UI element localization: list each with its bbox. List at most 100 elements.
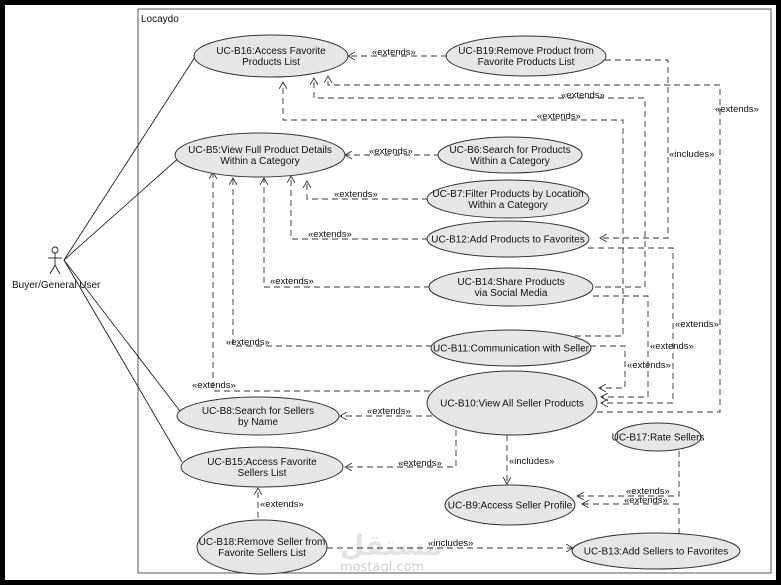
use-case-label: UC-B5:View Full Product Details xyxy=(188,145,332,156)
system-title: Locaydo xyxy=(141,14,179,25)
use-case-label: Within a Category xyxy=(220,156,299,167)
rel-b10-b15 xyxy=(345,430,457,467)
use-case-b7[interactable]: UC-B7:Filter Products by LocationWithin … xyxy=(426,179,590,219)
use-case-label: UC-B8:Search for Sellers xyxy=(202,406,314,417)
use-case-ellipse xyxy=(196,519,328,575)
relationship-lines xyxy=(213,56,721,548)
use-case-ellipse xyxy=(571,532,741,570)
use-case-label: UC-B15:Access Favorite xyxy=(207,457,317,468)
use-case-label: Favorite Products List xyxy=(478,57,575,68)
rel-b11-b10 xyxy=(590,345,626,388)
use-case-label: UC-B17:Rate Sellers xyxy=(612,433,705,444)
rel-b14-b10 xyxy=(593,295,649,397)
label-b10-b16: «extends» xyxy=(715,104,759,115)
label-b14-b16: «extends» xyxy=(561,90,605,101)
use-case-label: UC-B13:Add Sellers to Favorites xyxy=(584,547,729,558)
association-b15 xyxy=(63,259,183,463)
use-case-diagram: Locaydo مستقل mostaql.com Buyer/General … xyxy=(12,8,772,575)
use-case-b11[interactable]: UC-B11:Communication with Seller xyxy=(430,329,592,367)
use-case-label: UC-B7:Filter Products by Location xyxy=(432,189,583,200)
label-b14-b10: «extends» xyxy=(650,341,694,352)
use-case-label: Favorite Sellers List xyxy=(218,548,306,559)
use-case-label: UC-B9:Access Seller Profile xyxy=(448,501,573,512)
label-b13-b9: «extends» xyxy=(624,495,668,506)
label-b18-b15: «extends» xyxy=(260,499,304,510)
label-b14-b5: «extends» xyxy=(270,276,314,287)
use-case-b9[interactable]: UC-B9:Access Seller Profile xyxy=(444,484,576,526)
relationship-labels: «extends» «extends» «extends» «extends» … xyxy=(192,47,759,549)
use-case-label: Within a Category xyxy=(468,200,547,211)
use-case-ellipse xyxy=(426,179,590,219)
label-b6-b5: «extends» xyxy=(369,146,413,157)
use-case-ellipse xyxy=(614,422,702,452)
watermark-arabic: مستقل xyxy=(340,529,442,562)
use-case-label: Sellers List xyxy=(238,468,287,479)
rel-b13-b9 xyxy=(582,504,680,534)
use-case-ellipse xyxy=(193,34,349,78)
use-case-label: UC-B12:Add Products to Favorites xyxy=(431,235,584,246)
use-case-ellipse xyxy=(180,446,344,488)
use-case-ellipse xyxy=(437,136,583,174)
rel-b12-b10 xyxy=(588,247,674,403)
association-lines xyxy=(63,56,196,463)
watermark-latin: mostaql.com xyxy=(340,560,424,575)
rel-b19-b12 xyxy=(600,59,669,238)
association-b5 xyxy=(63,154,183,261)
label-b11-b5: «extends» xyxy=(226,337,270,348)
rel-b7-b5 xyxy=(307,181,428,200)
use-case-ellipse xyxy=(426,220,590,258)
use-case-b12[interactable]: UC-B12:Add Products to Favorites xyxy=(426,220,590,258)
use-case-b13[interactable]: UC-B13:Add Sellers to Favorites xyxy=(571,532,741,570)
actor-label: Buyer/General User xyxy=(12,280,101,291)
stick-figure-icon xyxy=(48,246,62,275)
use-case-label: UC-B18:Remove Seller from xyxy=(199,537,326,548)
label-b10-b9: «includes» xyxy=(509,456,554,467)
use-case-ellipse xyxy=(430,329,592,367)
label-b10-b15: «extends» xyxy=(398,458,442,469)
use-case-ellipse xyxy=(445,35,607,77)
label-b18-b13: «includes» xyxy=(428,538,473,549)
rel-b14-b16 xyxy=(314,78,646,288)
use-case-label: UC-B16:Access Favorite xyxy=(216,46,326,57)
use-case-ellipse xyxy=(176,396,340,436)
association-b16 xyxy=(63,56,196,261)
label-b11-b10: «extends» xyxy=(627,360,671,371)
diagram-canvas: Locaydo مستقل mostaql.com Buyer/General … xyxy=(5,5,776,580)
label-b7-b5: «extends» xyxy=(334,189,378,200)
actor-buyer[interactable]: Buyer/General User xyxy=(12,246,101,291)
watermark: مستقل mostaql.com xyxy=(340,529,442,575)
label-b19-b16: «extends» xyxy=(372,47,416,58)
label-b19-b12: «includes» xyxy=(669,149,714,160)
rel-b11-b16 xyxy=(283,82,624,337)
association-b8 xyxy=(63,259,181,412)
use-case-ellipse xyxy=(428,267,594,307)
rel-b12-b5 xyxy=(291,176,428,240)
system-boundary xyxy=(137,8,772,574)
label-b10-b5: «extends» xyxy=(192,380,236,391)
use-case-ellipse xyxy=(174,132,346,178)
use-case-label: UC-B19:Remove Product from xyxy=(458,46,594,57)
rel-b10-b16 xyxy=(328,76,721,413)
use-case-b10[interactable]: UC-B10:View All Seller Products xyxy=(426,370,598,436)
label-b12-b5: «extends» xyxy=(308,229,352,240)
rel-b17-b9 xyxy=(577,451,680,496)
rel-b11-b5 xyxy=(233,178,432,347)
use-case-ellipse xyxy=(426,370,598,436)
rel-b14-b5 xyxy=(264,178,430,288)
label-b11-b16: «extends» xyxy=(537,111,581,122)
use-case-b17[interactable]: UC-B17:Rate Sellers xyxy=(612,422,705,452)
use-case-label: Products List xyxy=(242,57,300,68)
use-case-label: UC-B14:Share Products xyxy=(457,277,564,288)
use-case-ellipse xyxy=(444,484,576,526)
label-b12-b10: «extends» xyxy=(675,319,719,330)
use-case-label: via Social Media xyxy=(475,288,548,299)
